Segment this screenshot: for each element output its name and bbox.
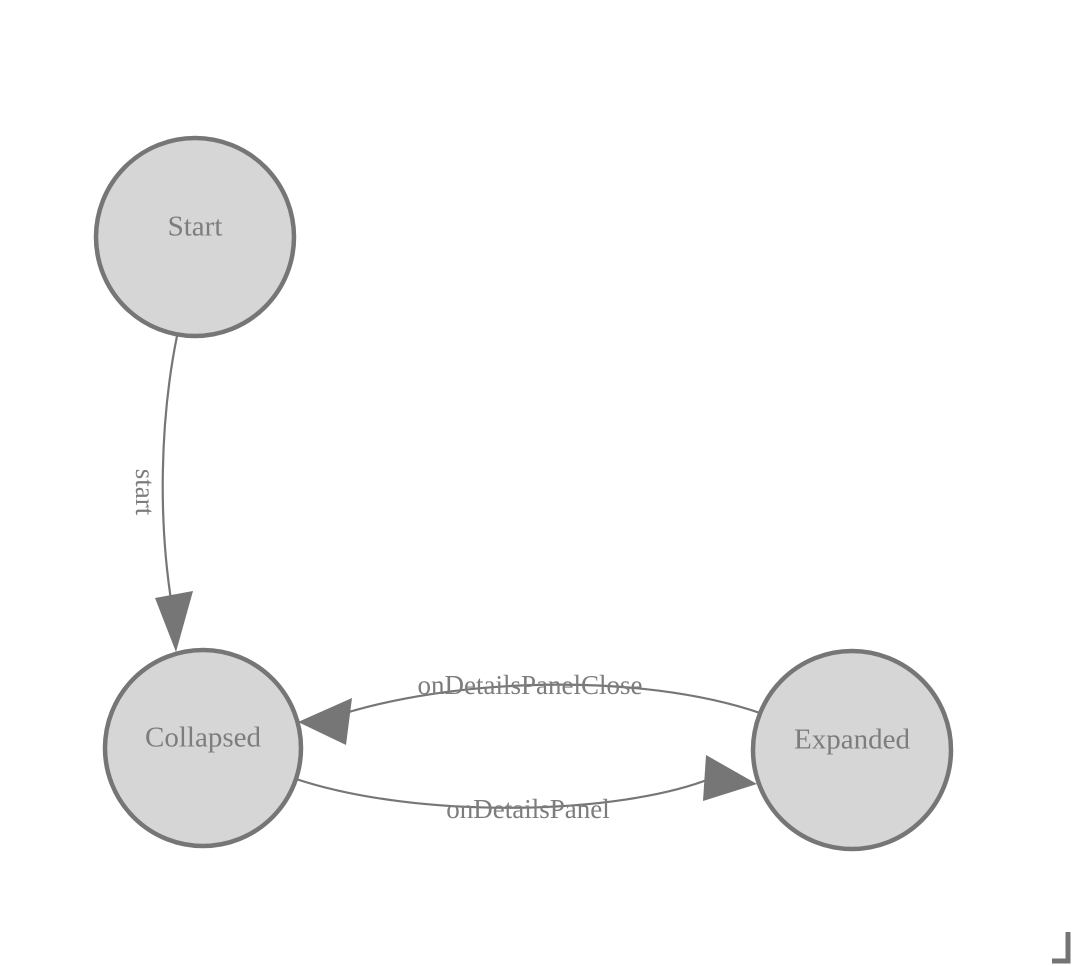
bottom-right-corner-mark-icon[interactable] [1052,932,1071,964]
node-collapsed-label: Collapsed [145,722,261,754]
node-expanded[interactable]: Expanded [750,648,954,852]
node-start-label: Start [168,211,223,243]
node-start[interactable]: Start [93,135,297,339]
edge-collapsed-to-expanded-path [295,776,713,809]
edge-expanded-to-collapsed-arrowhead [298,698,352,745]
node-start-circle [93,135,297,339]
edge-label-on-details-panel: onDetailsPanel [446,794,609,824]
node-collapsed-circle [102,647,304,849]
edge-start-to-collapsed-arrowhead [155,591,193,652]
edge-label-on-details-panel-close: onDetailsPanelClose [418,670,643,700]
edge-label-start: start [130,469,160,516]
node-collapsed[interactable]: Collapsed [102,647,304,849]
edge-start-to-collapsed[interactable]: start [130,335,193,652]
edge-collapsed-to-expanded-arrowhead [703,755,757,801]
node-expanded-label: Expanded [794,724,910,756]
edge-expanded-to-collapsed-path [329,683,761,720]
edge-start-to-collapsed-path [161,335,179,607]
node-expanded-circle [750,648,954,852]
edge-expanded-to-collapsed[interactable]: onDetailsPanelClose [298,670,761,745]
edge-collapsed-to-expanded[interactable]: onDetailsPanel [295,755,757,824]
